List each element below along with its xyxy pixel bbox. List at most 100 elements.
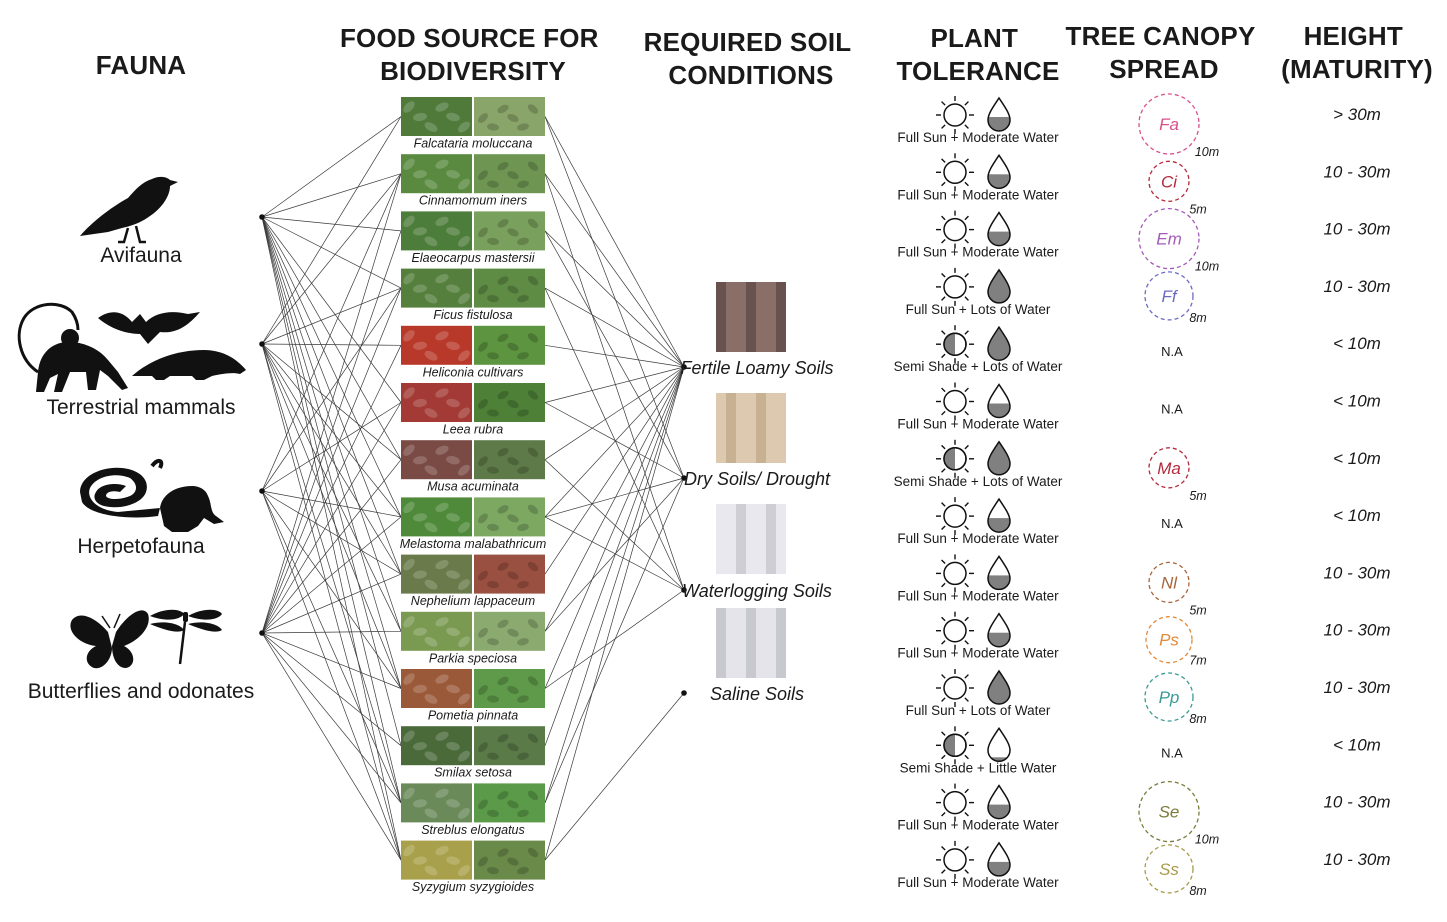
semi-shade-icon: [936, 439, 974, 478]
soil-item: Waterlogging Soils: [681, 504, 832, 601]
canopy-circle: [1145, 616, 1193, 664]
canopy-item: Ps 7m: [1145, 616, 1207, 668]
soil-label: Waterlogging Soils: [682, 581, 832, 601]
fauna-node: [259, 214, 265, 220]
snake-frog-icon: [80, 459, 224, 532]
sun-icon: [936, 267, 974, 306]
canopy-abbr: Ci: [1161, 172, 1178, 191]
canopy-abbr: Se: [1159, 803, 1180, 822]
tolerance-label: Full Sun + Lots of Water: [906, 302, 1051, 317]
canopy-size: 5m: [1189, 489, 1206, 503]
height-value: 10 - 30m: [1323, 563, 1390, 582]
soil-node: [681, 475, 687, 481]
plant-photo: [401, 97, 545, 136]
plant-name: Musa acuminata: [427, 480, 519, 494]
fauna-plant-link: [261, 632, 402, 689]
plant-item: Musa acuminata: [401, 440, 545, 494]
plant-soil-link: [544, 366, 685, 689]
plant-name: Heliconia cultivars: [423, 365, 524, 379]
tolerance-item: Full Sun + Moderate Water: [897, 497, 1059, 546]
soil-item: Fertile Loamy Soils: [680, 282, 834, 378]
soil-node: [681, 587, 687, 593]
plant-item: Streblus elongatus: [401, 783, 545, 837]
fauna-plant-link: [261, 490, 402, 861]
fauna-plant-link: [261, 116, 402, 345]
canopy-circle: [1144, 271, 1194, 321]
plant-soil-link: [544, 230, 685, 368]
soil-label: Dry Soils/ Drought: [684, 469, 831, 489]
height-value: < 10m: [1333, 735, 1381, 754]
canopy-circle: [1148, 561, 1190, 604]
soil-swatch: [716, 282, 786, 352]
fauna-plant-link: [261, 343, 402, 804]
plant-photo: [401, 669, 545, 708]
plant-item: Falcataria moluccana: [401, 97, 545, 151]
fauna-node: [259, 630, 265, 636]
canopy-abbr: Ps: [1159, 631, 1179, 650]
plant-item: Leea rubra: [401, 383, 545, 437]
height-value: > 30m: [1333, 105, 1381, 124]
soil-node: [681, 690, 687, 696]
height-value: 10 - 30m: [1323, 162, 1390, 181]
fauna-label-terrestrial-mammals: Terrestrial mammals: [46, 396, 235, 419]
fauna-plant-link: [261, 490, 402, 804]
sun-icon: [936, 382, 974, 421]
plant-item: Ficus fistulosa: [401, 268, 545, 322]
canopy-item: N.A: [1161, 344, 1183, 359]
height-value: 10 - 30m: [1323, 850, 1390, 869]
fauna-plant-link: [261, 116, 402, 218]
tolerance-item: Semi Shade + Lots of Water: [894, 439, 1063, 489]
plant-soil-link: [544, 459, 685, 591]
canopy-circle: [1138, 780, 1200, 843]
tolerance-item: Full Sun + Lots of Water: [906, 669, 1051, 718]
plant-soil-link: [544, 366, 685, 861]
tolerance-item: Full Sun + Moderate Water: [897, 840, 1059, 890]
column-headers: FAUNA FOOD SOURCE FOR BIODIVERSITY REQUI…: [96, 21, 1433, 90]
fauna-plant-link: [261, 230, 402, 634]
canopy-size: 10m: [1195, 260, 1219, 274]
header-plant-tolerance: PLANT TOLERANCE: [896, 23, 1059, 86]
height-value: 10 - 30m: [1323, 277, 1390, 296]
height-value: < 10m: [1333, 334, 1381, 353]
canopy-size: 7m: [1189, 654, 1206, 668]
canopy-abbr: Pp: [1159, 688, 1180, 707]
fauna-plant-link: [261, 343, 402, 632]
fauna-plant-link: [261, 287, 402, 492]
height-value: 10 - 30m: [1323, 793, 1390, 812]
canopy-circle: [1148, 160, 1190, 202]
fauna-plant-link: [261, 173, 402, 218]
sun-icon: [936, 669, 974, 707]
plant-soil-link: [544, 287, 685, 368]
fauna-label-butterflies-odonates: Butterflies and odonates: [28, 680, 255, 703]
water-drop-icon: [987, 383, 1011, 419]
plant-name: Syzygium syzygioides: [412, 880, 534, 894]
fauna-plant-link: [261, 343, 402, 861]
water-drop-icon: [987, 612, 1011, 648]
plant-soil-link: [544, 344, 685, 368]
fauna-plant-link: [261, 173, 402, 345]
canopy-circle: [1148, 447, 1190, 489]
plant-soil-link: [544, 230, 685, 479]
canopy-circle: [1138, 93, 1200, 155]
tolerance-label: Semi Shade + Little Water: [900, 760, 1057, 775]
tolerance-item: Full Sun + Lots of Water: [906, 267, 1051, 317]
tolerance-label: Full Sun + Moderate Water: [897, 818, 1059, 833]
plant-soil-link: [544, 402, 685, 479]
plant-photo: [401, 783, 545, 823]
water-drop-icon: [987, 268, 1011, 304]
water-drop-icon: [987, 726, 1011, 762]
plant-item: Cinnamomum iners: [401, 154, 545, 208]
height-value: 10 - 30m: [1323, 220, 1390, 239]
canopy-size: 10m: [1195, 145, 1219, 159]
fauna-node: [259, 488, 265, 494]
fauna-plant-link: [261, 630, 402, 634]
soil-item: Dry Soils/ Drought: [681, 393, 831, 489]
